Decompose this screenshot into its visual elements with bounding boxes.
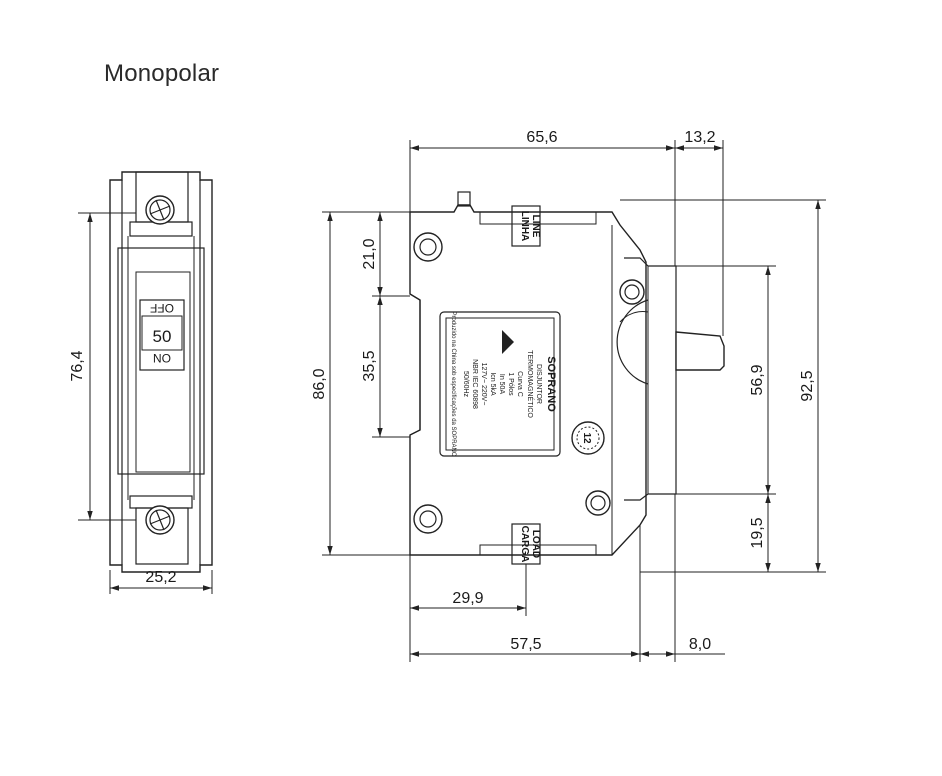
line-terminal-badge: LINHA LINE — [511, 205, 541, 247]
dim-lever-depth: 8,0 — [689, 636, 711, 653]
side-view: LINHA LINE CARGA LOAD SOPRANO DISJUNTOR … — [311, 129, 826, 662]
dim-lower-offset: 19,5 — [749, 517, 766, 548]
dim-front-width: 25,2 — [145, 569, 176, 586]
dial-value: 12 — [581, 432, 592, 444]
calibration-dial-icon: 12 — [571, 421, 605, 455]
svg-text:Curva C: Curva C — [516, 371, 523, 397]
dim-lever-span: 56,9 — [749, 364, 766, 395]
svg-text:LOAD: LOAD — [530, 530, 541, 558]
svg-text:TERMOMAGNÉTICO: TERMOMAGNÉTICO — [526, 350, 535, 418]
upper-screw-hole-icon — [413, 232, 443, 262]
dim-front-height: 76,4 — [69, 350, 86, 381]
toggle-lever — [675, 331, 725, 371]
svg-text:DISJUNTOR: DISJUNTOR — [535, 364, 542, 404]
svg-text:127V~ 220V~: 127V~ 220V~ — [480, 363, 487, 406]
svg-text:CARGA: CARGA — [519, 526, 530, 563]
warning-icon — [502, 330, 514, 354]
front-view: OFF 50 ON 76,4 25,2 — [69, 171, 213, 594]
svg-text:50/60Hz: 50/60Hz — [462, 371, 469, 398]
product-label: SOPRANO DISJUNTOR TERMOMAGNÉTICO Curva C… — [439, 311, 561, 457]
label-brand: SOPRANO — [545, 356, 557, 412]
svg-text:LINHA: LINHA — [519, 211, 530, 242]
front-on-text: ON — [153, 351, 171, 365]
lower-screw-hole-icon — [413, 504, 443, 534]
rivet-lower-icon — [585, 490, 611, 516]
svg-text:LINE: LINE — [530, 215, 541, 238]
front-rating-text: 50 — [153, 327, 172, 346]
svg-text:1 Pólos: 1 Pólos — [507, 372, 514, 396]
svg-text:Produzido na China sob especif: Produzido na China sob especificações da… — [450, 311, 456, 456]
dim-top-width: 65,6 — [526, 129, 557, 146]
dim-upper-offset: 21,0 — [361, 238, 378, 269]
top-screw-icon — [145, 195, 175, 225]
dim-overall-height: 92,5 — [799, 370, 816, 401]
dim-label-offset: 29,9 — [452, 590, 483, 607]
dim-total-height: 86,0 — [311, 368, 328, 399]
bottom-screw-icon — [145, 505, 175, 535]
lever-pivot — [616, 299, 649, 385]
diagram-title: Monopolar — [104, 60, 220, 87]
svg-text:In 50A: In 50A — [498, 374, 505, 395]
svg-text:NBR IEC 60898: NBR IEC 60898 — [471, 359, 478, 409]
rivet-upper-icon — [619, 279, 645, 305]
dim-base-width: 57,5 — [510, 636, 541, 653]
front-off-text: OFF — [150, 301, 174, 315]
svg-text:Icn 5kA: Icn 5kA — [489, 372, 496, 396]
dim-top-extra: 13,2 — [684, 129, 715, 146]
front-toggle — [139, 299, 185, 371]
front-window-frame — [117, 247, 205, 475]
dim-mid-height: 35,5 — [361, 350, 378, 381]
